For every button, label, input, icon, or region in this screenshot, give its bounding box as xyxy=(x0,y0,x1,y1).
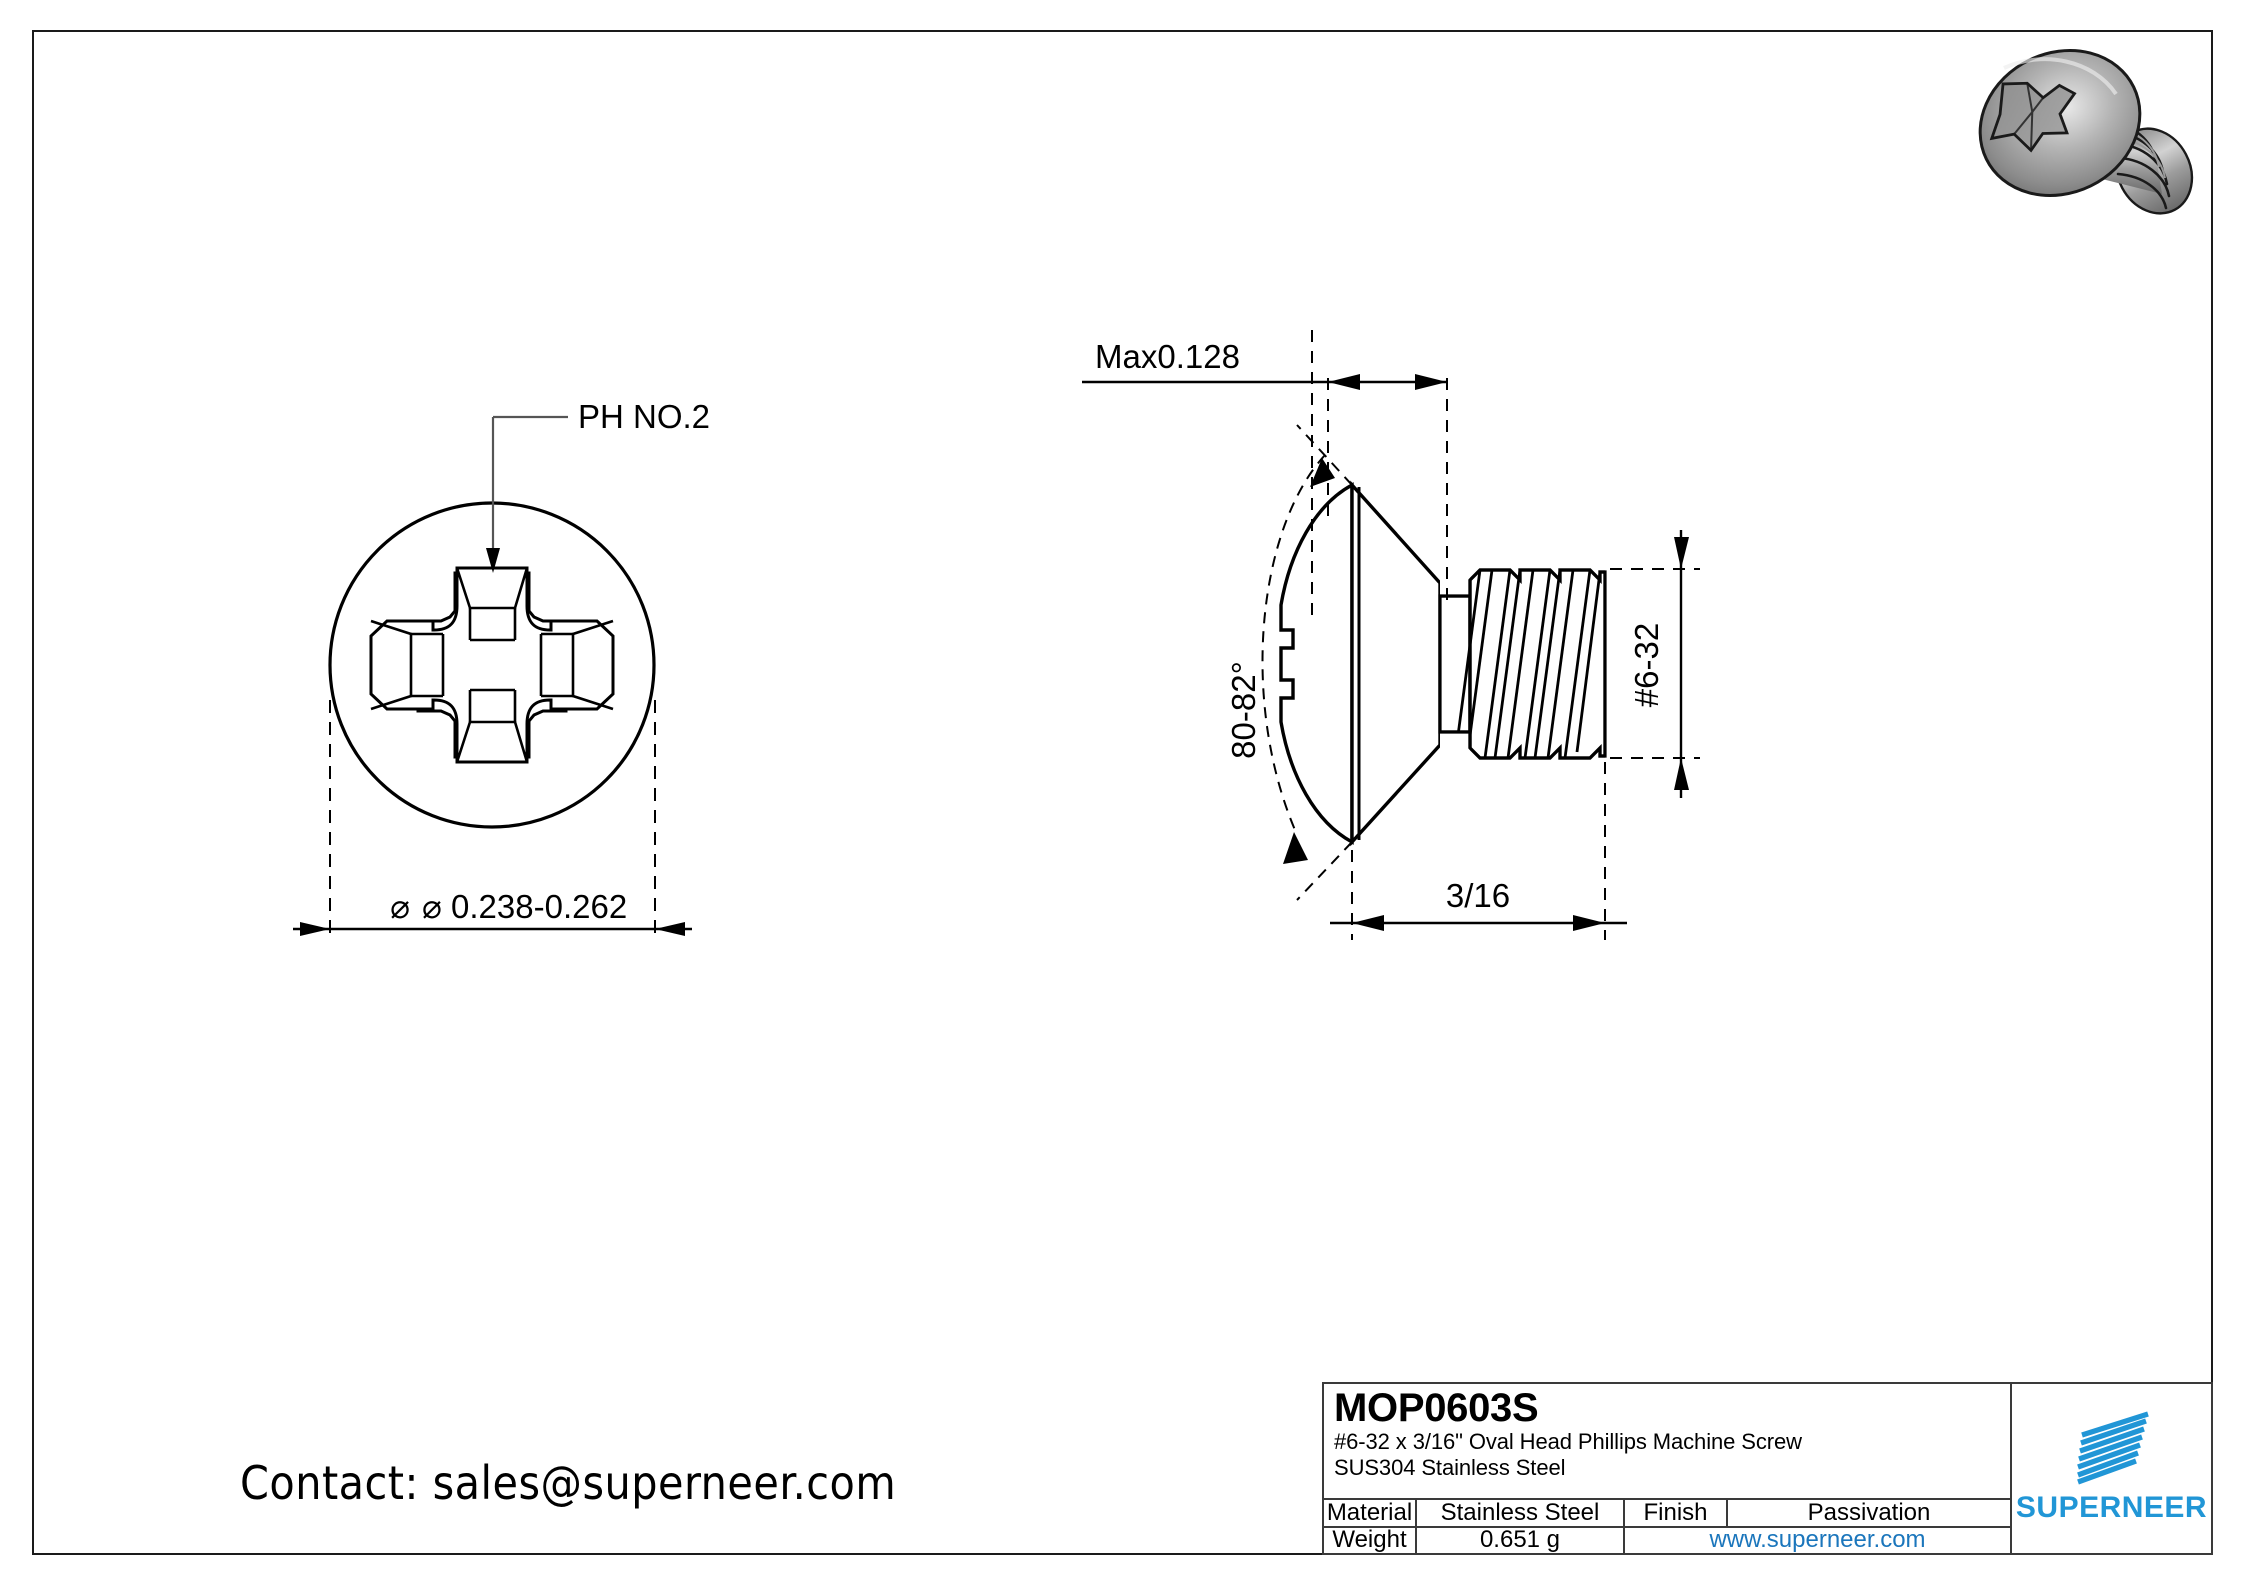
finish-value: Passivation xyxy=(1807,1498,1931,1526)
finish-label: Finish xyxy=(1625,1499,1728,1526)
weight-label: Weight xyxy=(1324,1526,1417,1553)
part-description-line-2: SUS304 Stainless Steel xyxy=(1334,1454,1566,1480)
part-number: MOP0603S xyxy=(1334,1386,1539,1430)
material-value: Stainless Steel xyxy=(1417,1499,1625,1526)
title-block-info: MOP0603S #6-32 x 3/16" Oval Head Phillip… xyxy=(1324,1384,2012,1553)
render-recess-shading xyxy=(2013,83,2044,151)
weight-value: 0.651 g xyxy=(1417,1526,1625,1553)
title-block-header: MOP0603S #6-32 x 3/16" Oval Head Phillip… xyxy=(1324,1384,2010,1500)
material-label: Material xyxy=(1324,1499,1417,1526)
brand-logo: SUPERNEER xyxy=(2012,1384,2211,1553)
screw-3d-render xyxy=(1978,49,2194,215)
superneer-wordmark: SUPERNEER xyxy=(2015,1490,2208,1524)
website-link[interactable]: www.superneer.com xyxy=(1709,1526,1926,1554)
contact-text: Contact: sales@superneer.com xyxy=(240,1456,897,1510)
title-block-row-weight: Weight 0.651 g www.superneer.com xyxy=(1324,1526,2010,1554)
drawing-frame-border xyxy=(32,30,2213,1555)
title-block: MOP0603S #6-32 x 3/16" Oval Head Phillip… xyxy=(1322,1382,2213,1555)
title-block-row-material: Material Stainless Steel Finish Passivat… xyxy=(1324,1498,2010,1528)
render-shank xyxy=(2098,120,2194,215)
part-description-line-1: #6-32 x 3/16" Oval Head Phillips Machine… xyxy=(1334,1428,1802,1454)
superneer-logo-icon xyxy=(2076,1411,2149,1484)
